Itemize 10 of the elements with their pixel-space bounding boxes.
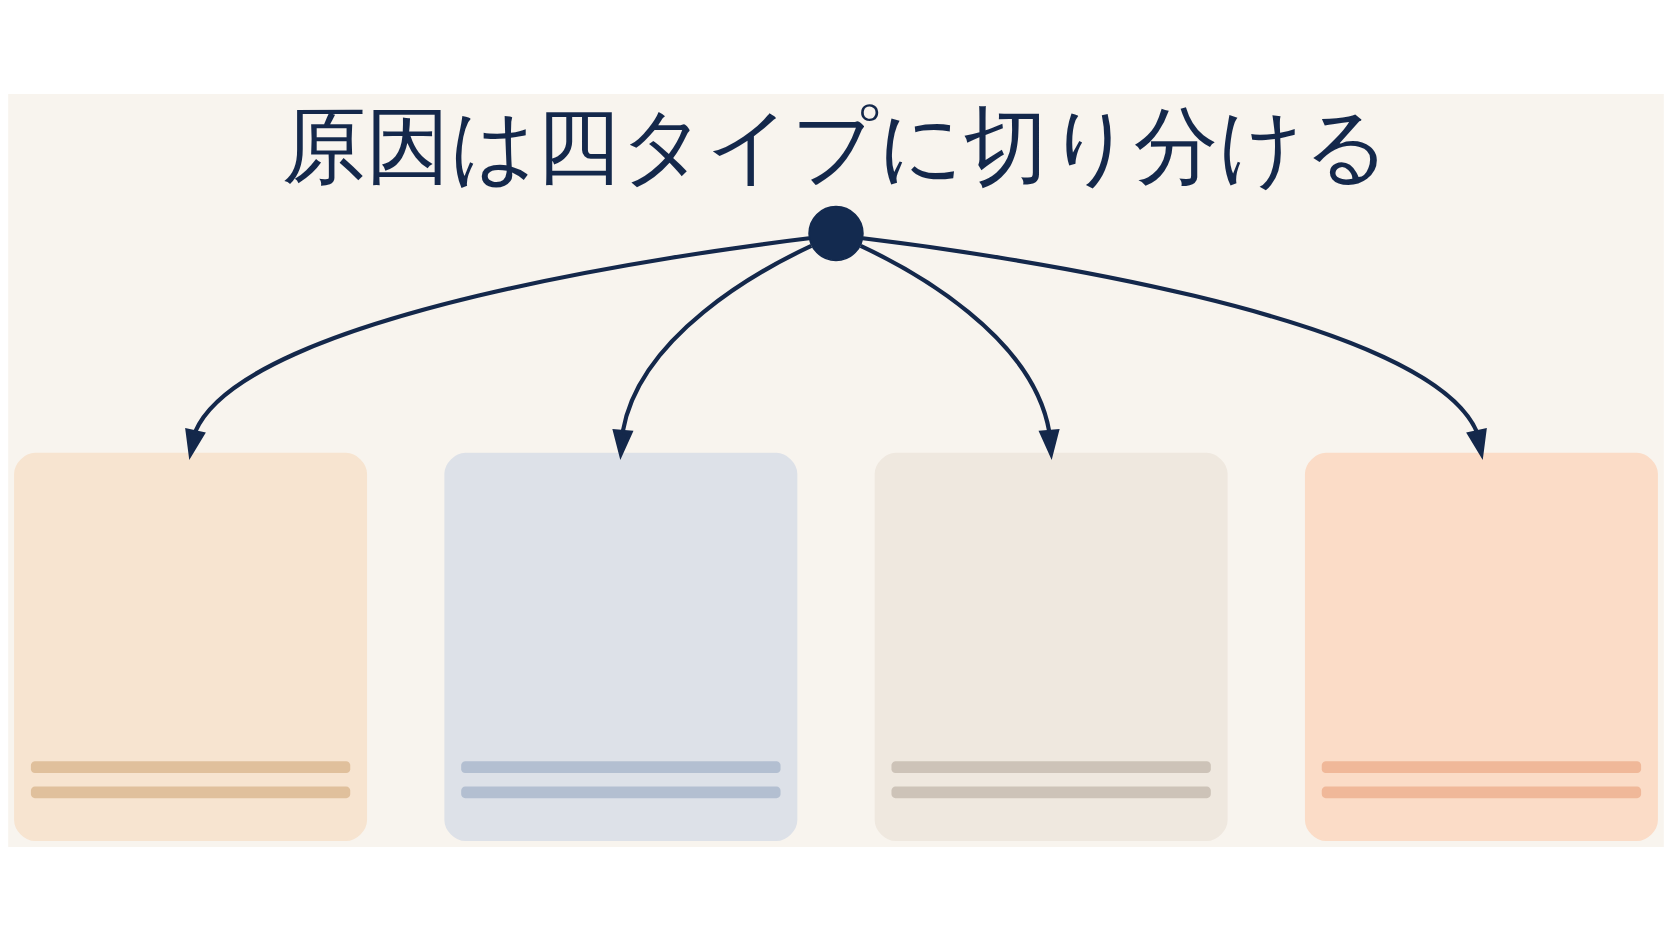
arrow [862,236,1487,460]
arrow [612,244,813,461]
node-box [14,452,368,842]
node-box [1304,452,1658,842]
arrow [185,236,810,460]
node-box [874,452,1228,842]
diagram-title: 原因は四タイプに切り分ける [282,96,1390,195]
arrow [859,244,1060,461]
node-circle [808,205,864,262]
node-box [444,452,798,842]
